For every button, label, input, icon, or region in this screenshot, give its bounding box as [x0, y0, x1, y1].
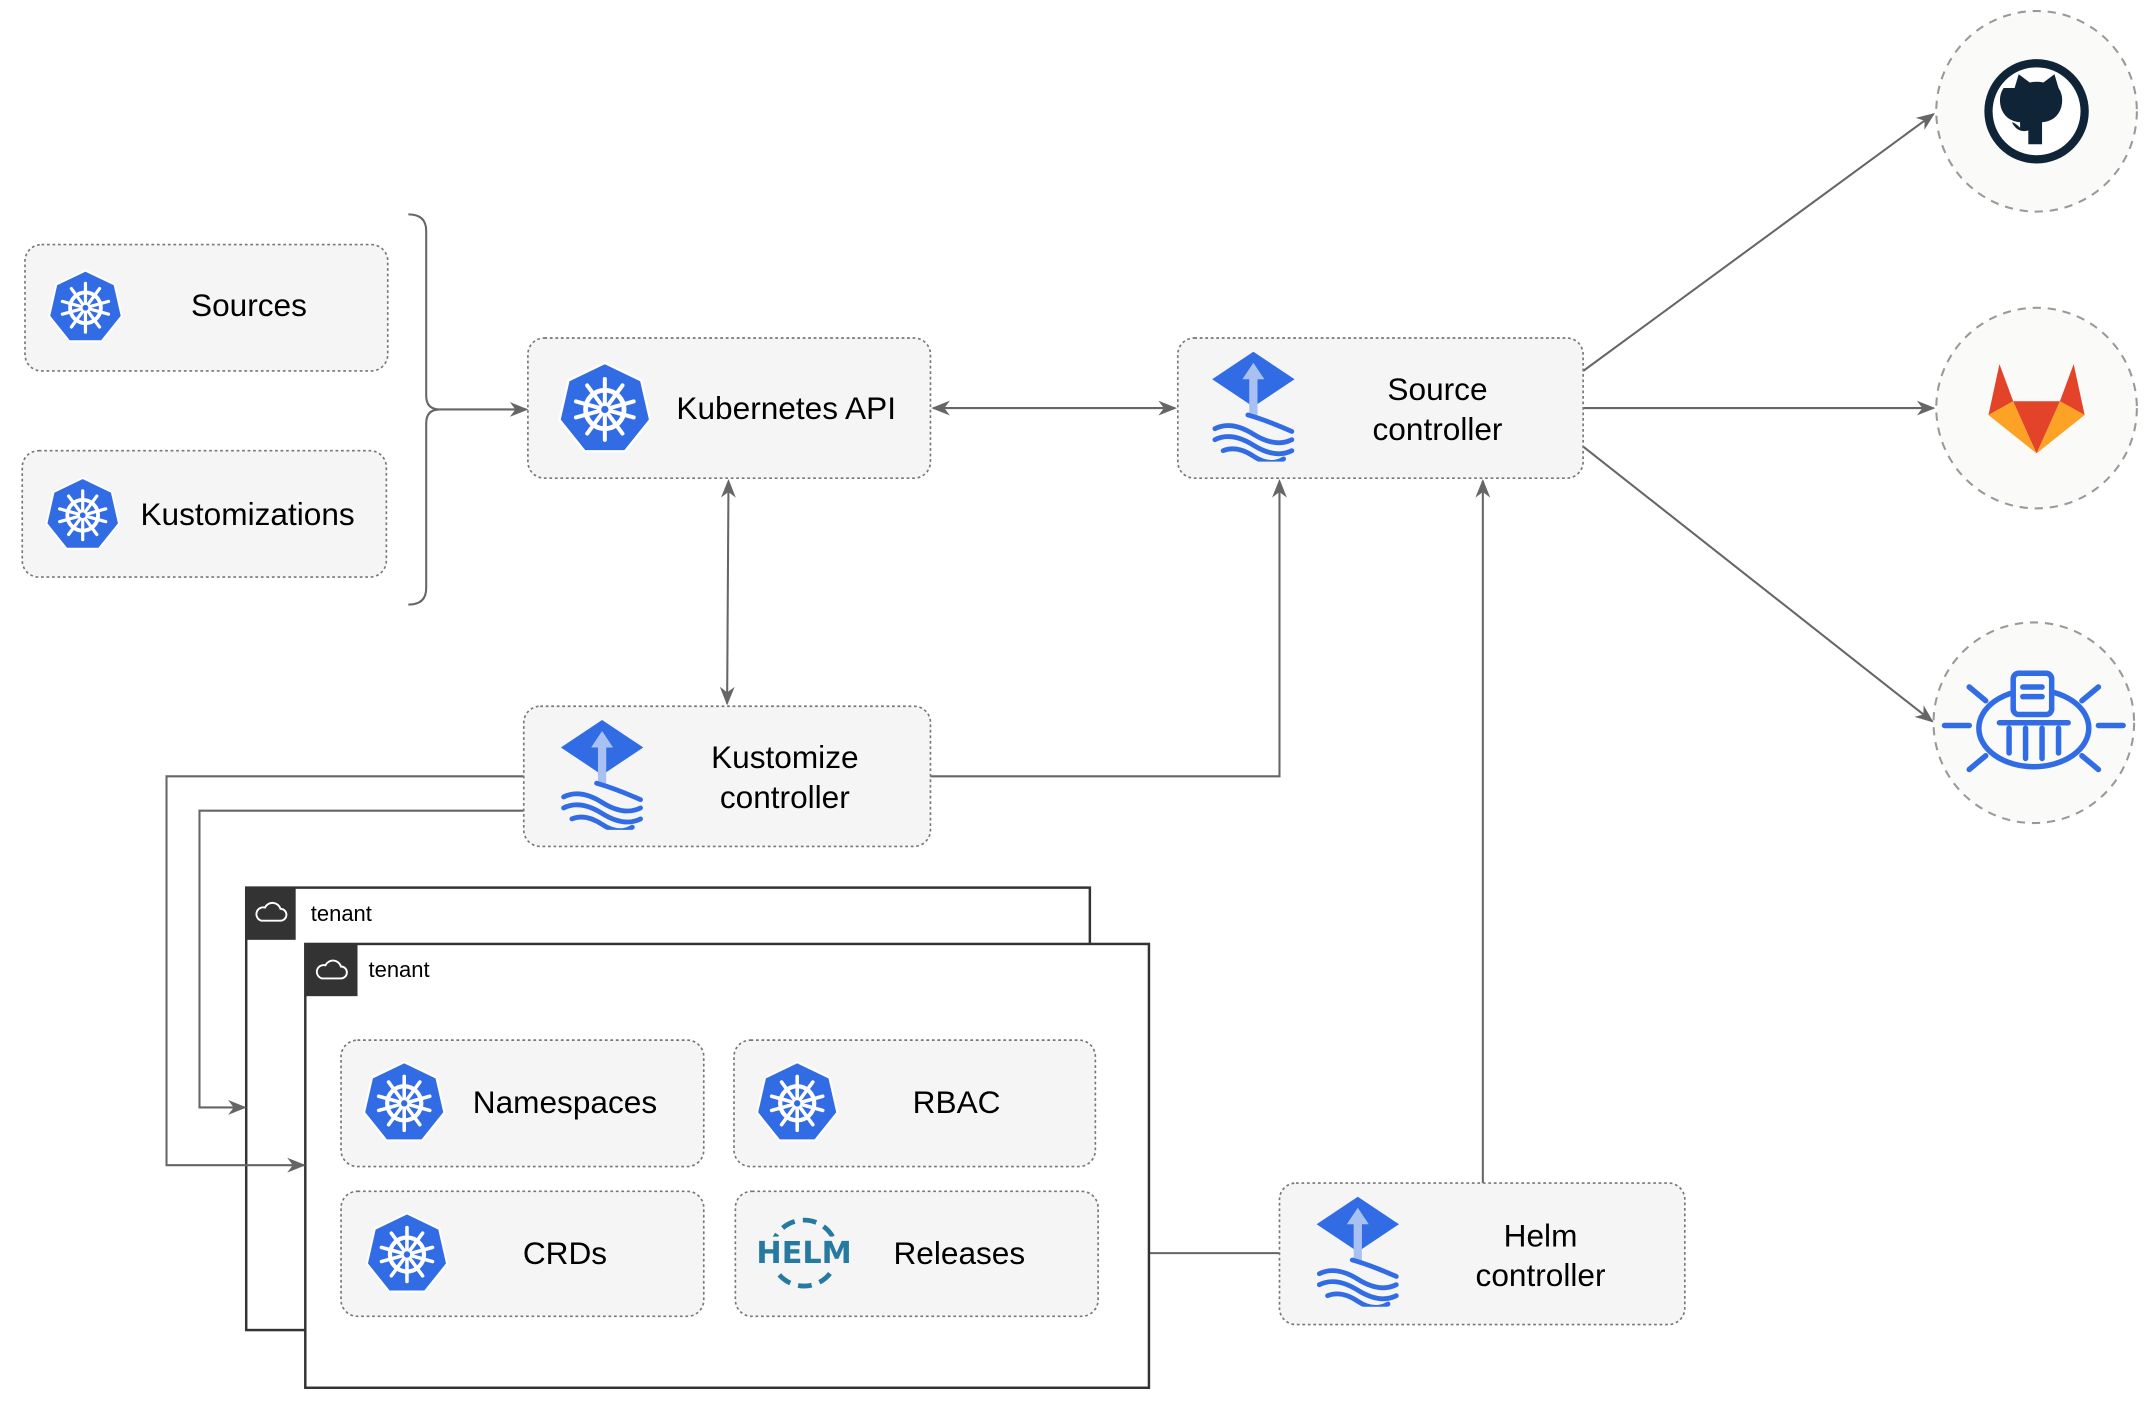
node-namespaces[interactable]: Namespaces — [340, 1039, 705, 1168]
edge-source-to-helm-repo — [1582, 445, 1934, 723]
node-label: Kubernetes API — [676, 390, 896, 426]
node-releases[interactable]: HELM Releases — [734, 1190, 1099, 1318]
tenant-label: tenant — [369, 957, 430, 982]
node-label: Kustomize — [711, 739, 858, 775]
node-label: Kustomizations — [140, 496, 354, 532]
helm-repository-icon — [1941, 670, 2126, 773]
node-kustomize-controller[interactable]: Kustomize controller — [522, 705, 932, 848]
node-label: controller — [1373, 411, 1503, 447]
node-label: controller — [1476, 1257, 1606, 1293]
node-kustomizations[interactable]: Kustomizations — [21, 449, 388, 578]
node-helm-controller[interactable]: Helm controller — [1278, 1182, 1686, 1326]
github-icon — [1984, 59, 2089, 164]
edge-kustomize-to-tenant-front — [165, 775, 524, 1173]
node-label: Helm — [1504, 1217, 1578, 1253]
helm-icon: HELM — [756, 1217, 852, 1289]
edge-api-kustomize-controller — [719, 479, 736, 706]
node-gitlab[interactable] — [1935, 306, 2138, 510]
node-label: Releases — [893, 1235, 1025, 1271]
node-helm-repository[interactable] — [1932, 621, 2136, 825]
node-label: CRDs — [523, 1235, 607, 1271]
edge-kustomize-to-source — [930, 479, 1287, 778]
bracket-edge — [408, 213, 440, 606]
gitlab-icon — [1988, 364, 2085, 454]
node-github[interactable] — [1935, 9, 2138, 213]
node-label: RBAC — [913, 1084, 1001, 1120]
node-kubernetes-api[interactable]: Kubernetes API — [527, 337, 932, 479]
node-label: Source — [1387, 371, 1487, 407]
node-label: controller — [720, 779, 850, 815]
node-crds[interactable]: CRDs — [340, 1190, 705, 1318]
node-label: Namespaces — [473, 1084, 657, 1120]
node-rbac[interactable]: RBAC — [733, 1039, 1097, 1168]
node-source-controller[interactable]: Source controller — [1176, 337, 1584, 479]
edge-kustomize-to-tenant-back — [198, 809, 524, 1115]
edge-source-to-github — [1582, 112, 1936, 372]
svg-text:HELM: HELM — [756, 1236, 851, 1271]
tenant-label: tenant — [311, 901, 372, 926]
node-label: Sources — [191, 287, 307, 323]
node-sources[interactable]: Sources — [24, 243, 389, 372]
